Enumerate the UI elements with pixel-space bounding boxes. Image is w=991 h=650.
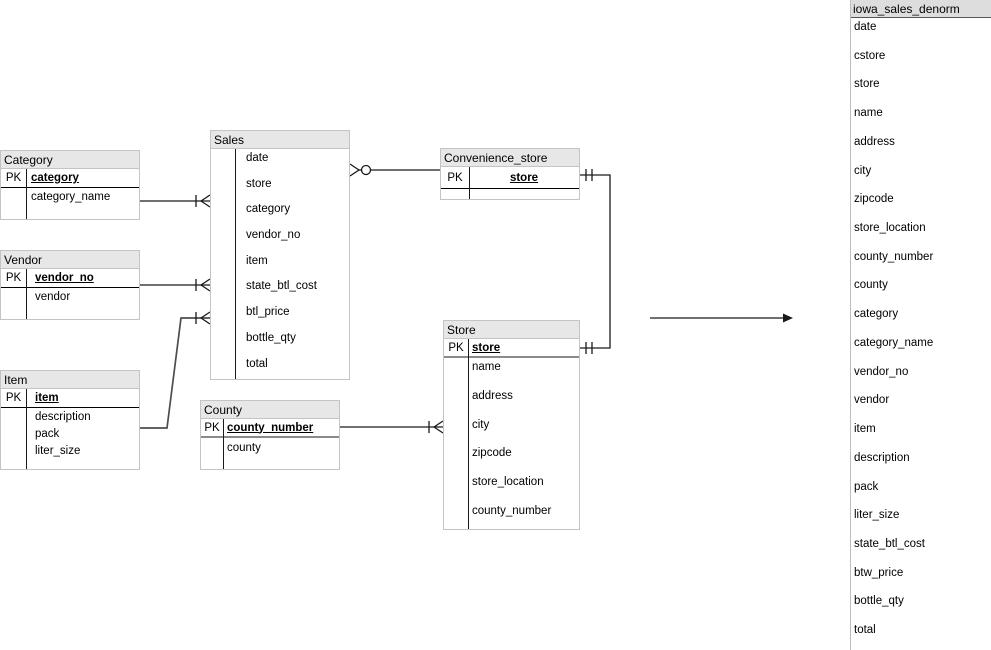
entity-store-title: Store [444,321,579,339]
pk-divider [26,389,27,469]
pk-label: PK [447,171,463,184]
field-category: category [854,308,899,321]
relationship-vendor-sales [140,278,211,292]
field-store: store [854,78,880,91]
vendor-field-list: vendor [1,288,139,306]
item-field-list: description pack liter_size [1,408,139,460]
entity-county-title: County [201,401,339,419]
entity-vendor-title: Vendor [1,251,139,269]
pk-field-category: category [31,172,79,184]
entity-sales-title: Sales [211,131,349,149]
relationship-county-store [340,420,444,434]
entity-category: Category PK category category_name [0,150,140,220]
pk-field-store: store [472,341,501,354]
field-zipcode: zipcode [472,447,512,460]
pk-divider [223,419,224,469]
pk-divider [26,169,27,219]
entity-iowa-sales-denorm-title: iowa_sales_denorm [851,0,991,18]
field-total: total [854,624,876,637]
entity-item-title: Item [1,371,139,389]
entity-iowa-sales-denorm: iowa_sales_denorm date cstore store name add… [850,0,991,650]
field-description: description [35,410,91,423]
pk-field-item: item [35,392,59,404]
field-date: date [246,152,269,164]
pk-label: PK [448,341,464,354]
field-date: date [854,21,877,33]
field-description: description [854,451,910,464]
field-zipcode: zipcode [854,193,894,206]
pk-label: PK [204,421,220,434]
field-county: county [227,441,261,454]
denormalization-arrow [650,313,793,323]
relationship-sales-convenience-store [349,163,440,177]
entity-store: Store PK store name address city zipcode sto… [443,320,580,530]
field-bottle_qty: bottle_qty [854,595,904,608]
field-city: city [854,164,872,177]
relationship-item-sales-marker [195,311,211,325]
relationship-convenience-store-store [580,169,611,354]
entity-county: County PK county_number county [200,400,340,470]
county-field-list: county [201,438,339,457]
relationship-category-sales [140,194,211,208]
field-category_name: category_name [31,191,111,203]
field-store_location: store_location [854,222,926,235]
field-category: category [246,203,291,216]
field-city: city [472,418,490,431]
field-btw_price: btw_price [854,566,904,579]
field-item: item [246,254,268,267]
field-total: total [246,357,268,370]
field-bottle_qty: bottle_qty [246,331,296,344]
pk-field-county-number: county_number [227,421,314,434]
field-vendor: vendor [854,394,890,407]
field-item: item [854,423,876,436]
pk-divider [235,149,236,379]
field-category_name: category_name [854,336,934,349]
entity-convenience-store: Convenience_store PK store [440,148,580,200]
entity-convenience-store-title: Convenience_store [441,149,579,167]
field-vendor: vendor [35,291,71,303]
pk-label: PK [5,272,22,284]
field-pack: pack [854,480,879,493]
pk-label: PK [5,172,22,184]
entity-category-title: Category [1,151,139,169]
pk-label: PK [5,392,22,404]
pk-field-vendor-no: vendor_no [35,272,94,284]
field-state_btl_cost: state_btl_cost [854,537,925,550]
field-vendor_no: vendor_no [246,229,301,242]
field-store_location: store_location [472,476,544,489]
pk-divider [26,269,27,319]
pk-divider [468,339,469,529]
field-name: name [472,361,501,373]
field-vendor_no: vendor_no [854,365,909,378]
field-liter_size: liter_size [35,445,81,458]
entity-item: Item PK item description pack liter_size [0,370,140,470]
field-county_number: county_number [854,250,934,263]
field-pack: pack [35,427,60,440]
field-address: address [472,389,513,402]
field-btl_price: btl_price [246,306,290,319]
category-field-list: category_name [1,188,139,206]
field-address: address [854,135,895,148]
iowa-sales-denorm-field-list: date cstore store name address city zipcode sto… [851,18,991,650]
field-state_btl_cost: state_btl_cost [246,280,317,293]
field-county_number: county_number [472,504,552,517]
field-county: county [854,279,888,292]
pk-divider [469,167,470,199]
field-cstore: cstore [854,49,886,62]
entity-vendor: Vendor PK vendor_no vendor [0,250,140,320]
field-name: name [854,107,883,120]
field-store: store [246,177,272,190]
field-liter_size: liter_size [854,509,900,522]
pk-field-store: store [509,171,539,184]
